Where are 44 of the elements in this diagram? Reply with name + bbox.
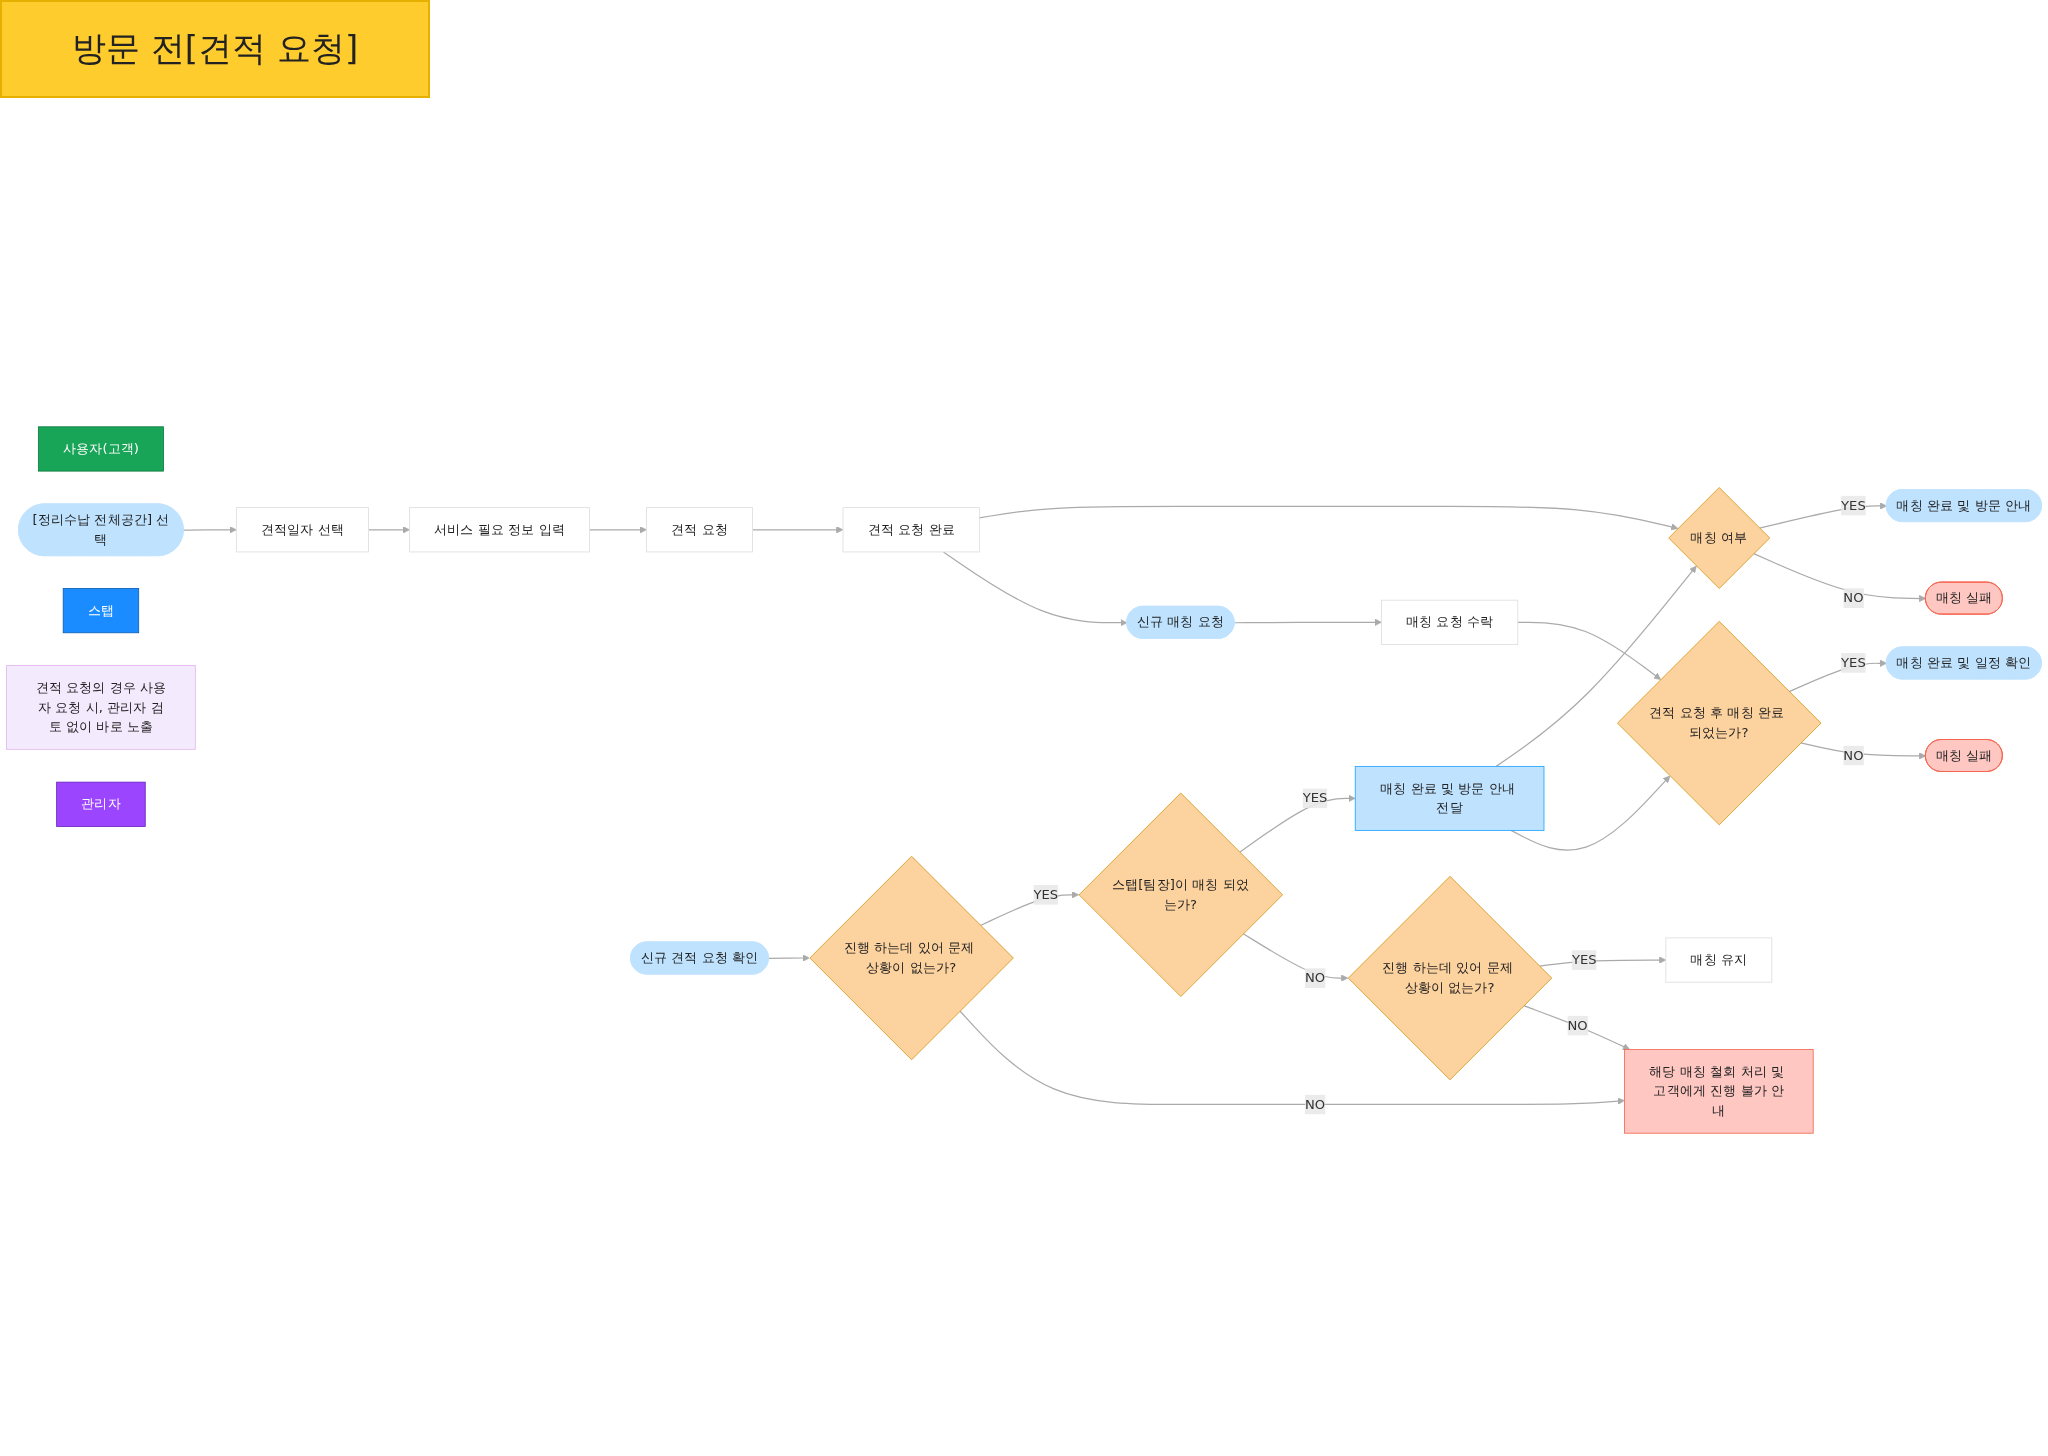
arrow	[959, 1010, 1625, 1106]
arrow	[1242, 933, 1349, 982]
node-diamond: 스탭[팀장]이 매칭 되었는가?	[1078, 792, 1283, 997]
node-box: 매칭 유지	[1665, 937, 1773, 983]
arrow	[183, 526, 237, 534]
node-diamond: 매칭 여부	[1668, 487, 1771, 589]
arrow	[768, 954, 810, 962]
arrow	[978, 505, 1679, 531]
node-diamond: 진행 하는데 있어 문제 상황이 없는가?	[1347, 875, 1553, 1081]
arrow	[1233, 618, 1382, 626]
edge-label: YES	[1302, 790, 1328, 806]
arrow	[588, 526, 647, 534]
arrow	[1753, 552, 1927, 603]
edge-label: NO	[1843, 589, 1864, 606]
arrow	[367, 526, 410, 534]
node-diamond: 진행 하는데 있어 문제 상황이 없는가?	[809, 855, 1014, 1061]
node-box: 견적 요청의 경우 사용자 요청 시, 관리자 검토 없이 바로 노출	[6, 665, 196, 750]
edge-label: NO	[1304, 969, 1326, 986]
arrow	[1800, 742, 1927, 760]
edge-label: YES	[1571, 951, 1597, 968]
node-box: 견적 요청	[646, 507, 753, 553]
node-box: 매칭 완료 및 방문 안내 전달	[1354, 765, 1545, 831]
edge-label: NO	[1567, 1017, 1588, 1034]
arrow	[751, 526, 844, 534]
edge-label: YES	[1841, 497, 1866, 513]
node-box: 매칭 요청 수락	[1381, 599, 1519, 645]
edge-label: NO	[1304, 1096, 1326, 1112]
arrow	[942, 551, 1128, 627]
edge-label: YES	[1841, 654, 1866, 671]
edge-label: YES	[1033, 886, 1059, 903]
node-diamond: 견적 요청 후 매칭 완료 되었는가?	[1617, 620, 1822, 826]
arrow	[1510, 775, 1671, 851]
node-box: 해당 매칭 철회 처리 및 고객에게 진행 불가 안내	[1624, 1049, 1814, 1134]
node-box: 사용자(고객)	[37, 426, 164, 472]
node-box: 견적 요청 완료	[842, 507, 980, 553]
arrow	[1523, 1005, 1630, 1050]
arrow	[1495, 565, 1697, 767]
node-box: 스탭	[62, 588, 140, 634]
edge-label: NO	[1843, 747, 1864, 763]
node-box: 서비스 필요 정보 입력	[409, 507, 590, 553]
node-box: 관리자	[56, 781, 146, 827]
node-box: 견적일자 선택	[235, 507, 369, 553]
arrow	[1517, 621, 1661, 680]
title-banner: 방문 전[견적 요청]	[0, 0, 431, 98]
